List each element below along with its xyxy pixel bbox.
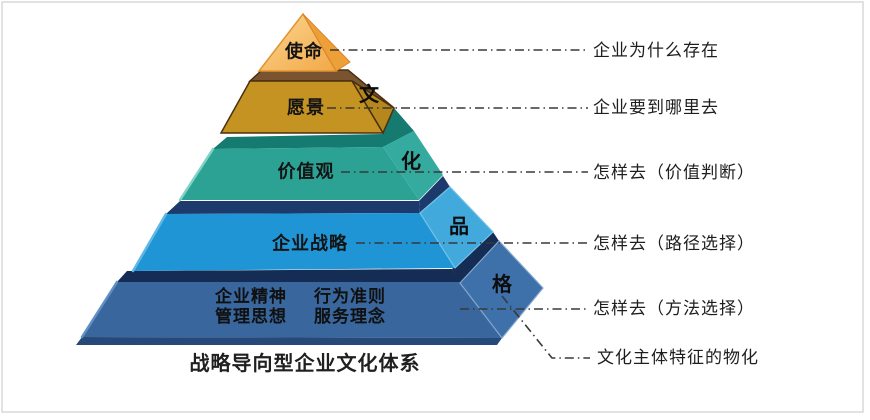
- side-char-wen: 文: [359, 82, 380, 106]
- annotation-vision: 企业要到哪里去: [593, 98, 719, 118]
- foundation-left-edge-highlight: [80, 280, 119, 339]
- pyramid-level-vision: [219, 69, 395, 135]
- values-right-face: [383, 131, 443, 200]
- foundation-text-conduct: 行为准则: [313, 286, 386, 307]
- foundation-front-face: [82, 282, 502, 338]
- vision-label: 愿景: [287, 98, 325, 119]
- foundation-right-face: [459, 240, 544, 339]
- foundation-text-spirit: 企业精神: [214, 286, 287, 307]
- mission-label: 使命: [284, 41, 323, 63]
- values-left-edge-highlight: [178, 147, 215, 202]
- foundation-top-wedge: [452, 232, 499, 283]
- side-char-pin: 品: [449, 214, 469, 238]
- foundation-text-management: 管理思想: [215, 306, 287, 327]
- values-label: 价值观: [278, 161, 335, 183]
- diagram-caption: 战略导向型企业文化体系: [190, 351, 421, 375]
- annotation-strategy: 怎样去（路径选择）: [593, 234, 755, 254]
- values-front-face: [180, 147, 419, 200]
- strategy-top-band: [166, 201, 420, 214]
- mission-right-face: [302, 13, 351, 72]
- side-char-hua: 化: [401, 149, 421, 173]
- canvas-border: [1, 1, 864, 413]
- pyramid-level-strategy: [131, 176, 494, 273]
- foundation-text-service: 服务理念: [314, 306, 386, 327]
- annotation-mission: 企业为什么存在: [593, 41, 719, 61]
- values-top-band: [213, 134, 383, 149]
- strategy-label: 企业战略: [271, 233, 348, 255]
- annotation-foundation: 怎样去（方法选择）: [593, 299, 755, 319]
- annotation-line-side: [501, 295, 590, 359]
- values-top-wedge: [383, 108, 414, 147]
- strategy-right-face: [419, 186, 494, 269]
- foundation-top-band: [117, 269, 460, 282]
- strategy-front-face: [133, 213, 455, 271]
- strategy-top-wedge: [419, 176, 450, 213]
- vision-front-face: [219, 80, 385, 134]
- pyramid-level-values: [178, 108, 443, 202]
- annotation-side: 文化主体特征的物化: [597, 348, 759, 368]
- strategy-left-edge-highlight: [131, 212, 168, 273]
- pyramid-level-mission: [257, 12, 351, 72]
- annotation-values: 怎样去（价值判断）: [593, 163, 755, 183]
- pyramid-level-foundation: [76, 232, 544, 345]
- annotation-lines: [327, 49, 590, 359]
- side-char-ge: 格: [492, 272, 513, 296]
- foundation-bottom-strip: [76, 337, 502, 345]
